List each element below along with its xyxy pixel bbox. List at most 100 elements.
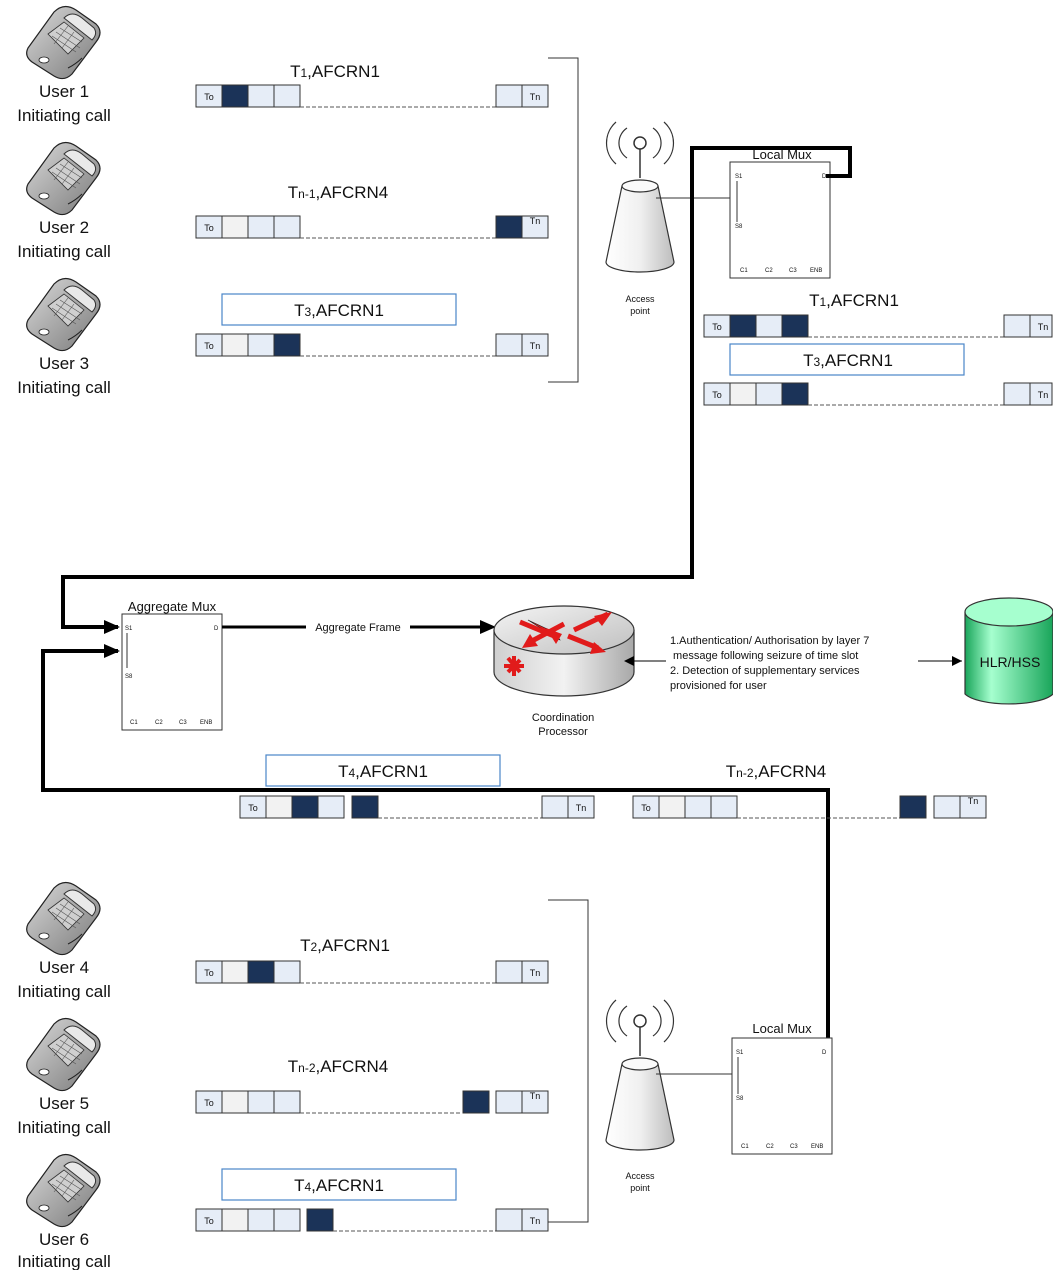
arrow-icon <box>104 644 120 658</box>
slot-cell <box>933 795 961 819</box>
slot-start-label: To <box>204 1216 214 1226</box>
time-slot-frame: T1,AFCRN1 To Tn <box>195 62 549 108</box>
slot-cell-end <box>521 1090 549 1114</box>
user-4: User 4 Initiating call <box>17 881 111 1001</box>
time-slot-frame: T4,AFCRN1 To Tn <box>239 754 595 819</box>
slot-cell-end <box>521 960 549 984</box>
slot-cell <box>221 333 249 357</box>
note-line: message following seizure of time slot <box>670 650 858 662</box>
slot-end-label: Tn <box>530 92 541 102</box>
user-name: User 5 <box>39 1094 89 1113</box>
slot-cell-filled <box>729 314 757 338</box>
frame-label: Tn-2,AFCRN4 <box>726 762 826 781</box>
access-point-label: Access <box>625 1171 655 1181</box>
mobile-phone-icon <box>26 1017 101 1092</box>
slot-cell-filled <box>291 795 319 819</box>
slot-cell-filled <box>273 333 301 357</box>
processor-label: Processor <box>538 726 588 738</box>
mux-input-last: S8 <box>125 674 133 680</box>
mobile-phone-icon <box>26 1153 101 1228</box>
mux-input-last: S8 <box>735 224 743 230</box>
frame-label: T1,AFCRN1 <box>290 62 380 81</box>
slot-cell-end <box>959 795 987 819</box>
slot-cell <box>221 215 249 239</box>
slot-end-label: Tn <box>530 341 541 351</box>
slot-cell <box>221 1090 249 1114</box>
frame-label: T3,AFCRN1 <box>294 301 384 320</box>
user-status: Initiating call <box>17 242 111 261</box>
slot-cell-filled <box>247 960 275 984</box>
user-3: User 3 Initiating call <box>17 277 111 397</box>
slot-end-label: Tn <box>530 968 541 978</box>
slot-cell <box>317 795 345 819</box>
slot-end-label: Tn <box>1038 390 1049 400</box>
group-bracket <box>548 899 589 1223</box>
time-slot-frame: T4,AFCRN1 To Tn <box>195 1168 549 1232</box>
mux-title: Aggregate Mux <box>128 599 217 614</box>
user-6: User 6 Initiating call <box>17 1153 111 1270</box>
mobile-phone-icon <box>26 277 101 352</box>
slot-cell <box>247 1090 275 1114</box>
access-point-label: point <box>630 1183 650 1193</box>
slot-cell <box>1003 382 1031 406</box>
user-2: User 2 Initiating call <box>17 141 111 261</box>
access-point-top: Access point <box>605 121 675 316</box>
frame-label: T1,AFCRN1 <box>809 291 899 310</box>
coordination-processor: Coordination Processor <box>494 606 634 738</box>
time-slot-frame: Tn-2,AFCRN4 To Tn <box>195 1057 549 1114</box>
mobile-phone-icon <box>26 141 101 216</box>
slot-end-label: Tn <box>968 796 979 806</box>
user-name: User 1 <box>39 82 89 101</box>
mux-title: Local Mux <box>752 147 812 162</box>
mux-output: D <box>822 1050 827 1056</box>
mux-control: C2 <box>766 1144 774 1150</box>
aggregate-frame-label: Aggregate Frame <box>315 622 401 634</box>
slot-cell-end <box>567 795 595 819</box>
slot-cell <box>247 215 275 239</box>
user-name: User 6 <box>39 1230 89 1249</box>
time-slot-frame: Tn-2,AFCRN4 To Tn <box>632 762 987 819</box>
hlr-label: HLR/HSS <box>980 654 1041 670</box>
time-slot-frame: Tn-1,AFCRN4 To Tn <box>195 183 549 239</box>
access-point-label: point <box>630 306 650 316</box>
mux-control: C3 <box>179 720 187 726</box>
mux-control: ENB <box>811 1144 823 1150</box>
slot-cell <box>495 333 523 357</box>
slot-cell <box>221 1208 249 1232</box>
mobile-phone-icon <box>26 5 101 80</box>
user-status: Initiating call <box>17 106 111 125</box>
mux-output: D <box>214 626 219 632</box>
mux-title: Local Mux <box>752 1021 812 1036</box>
time-slot-frame: T3,AFCRN1 To Tn <box>703 343 1053 406</box>
time-slot-frame: T2,AFCRN1 To Tn <box>195 936 549 984</box>
mux-control: C2 <box>765 268 773 274</box>
auth-notes: 1.Authentication/ Authorisation by layer… <box>670 635 869 692</box>
database-top <box>964 597 1053 627</box>
mux-box <box>731 1037 833 1155</box>
user-status: Initiating call <box>17 1118 111 1137</box>
access-point-label: Access <box>625 294 655 304</box>
slot-cell-filled <box>306 1208 334 1232</box>
slot-cell <box>273 960 301 984</box>
label-mask <box>306 619 410 635</box>
user-status: Initiating call <box>17 378 111 397</box>
slot-cell <box>658 795 686 819</box>
frame-label: Tn-1,AFCRN4 <box>288 183 388 202</box>
slot-start-label: To <box>204 92 214 102</box>
slot-start-label: To <box>641 803 651 813</box>
mux-output: D <box>822 174 827 180</box>
slot-cell-filled <box>462 1090 490 1114</box>
uplink-top <box>61 146 852 629</box>
slot-cell-filled <box>899 795 927 819</box>
slot-end-label: Tn <box>530 1216 541 1226</box>
slot-cell <box>1003 314 1031 338</box>
local-mux-top: Local Mux S1 S8 D C1 C2 C3 ENB <box>729 147 831 279</box>
slot-cell-end <box>521 1208 549 1232</box>
slot-start-label: To <box>248 803 258 813</box>
time-slot-frame: T3,AFCRN1 To Tn <box>195 293 549 357</box>
user-5: User 5 Initiating call <box>17 1017 111 1137</box>
user-name: User 2 <box>39 218 89 237</box>
frame-label-box <box>265 754 501 787</box>
arrow-icon <box>952 656 962 666</box>
slot-end-label: Tn <box>530 1091 541 1101</box>
